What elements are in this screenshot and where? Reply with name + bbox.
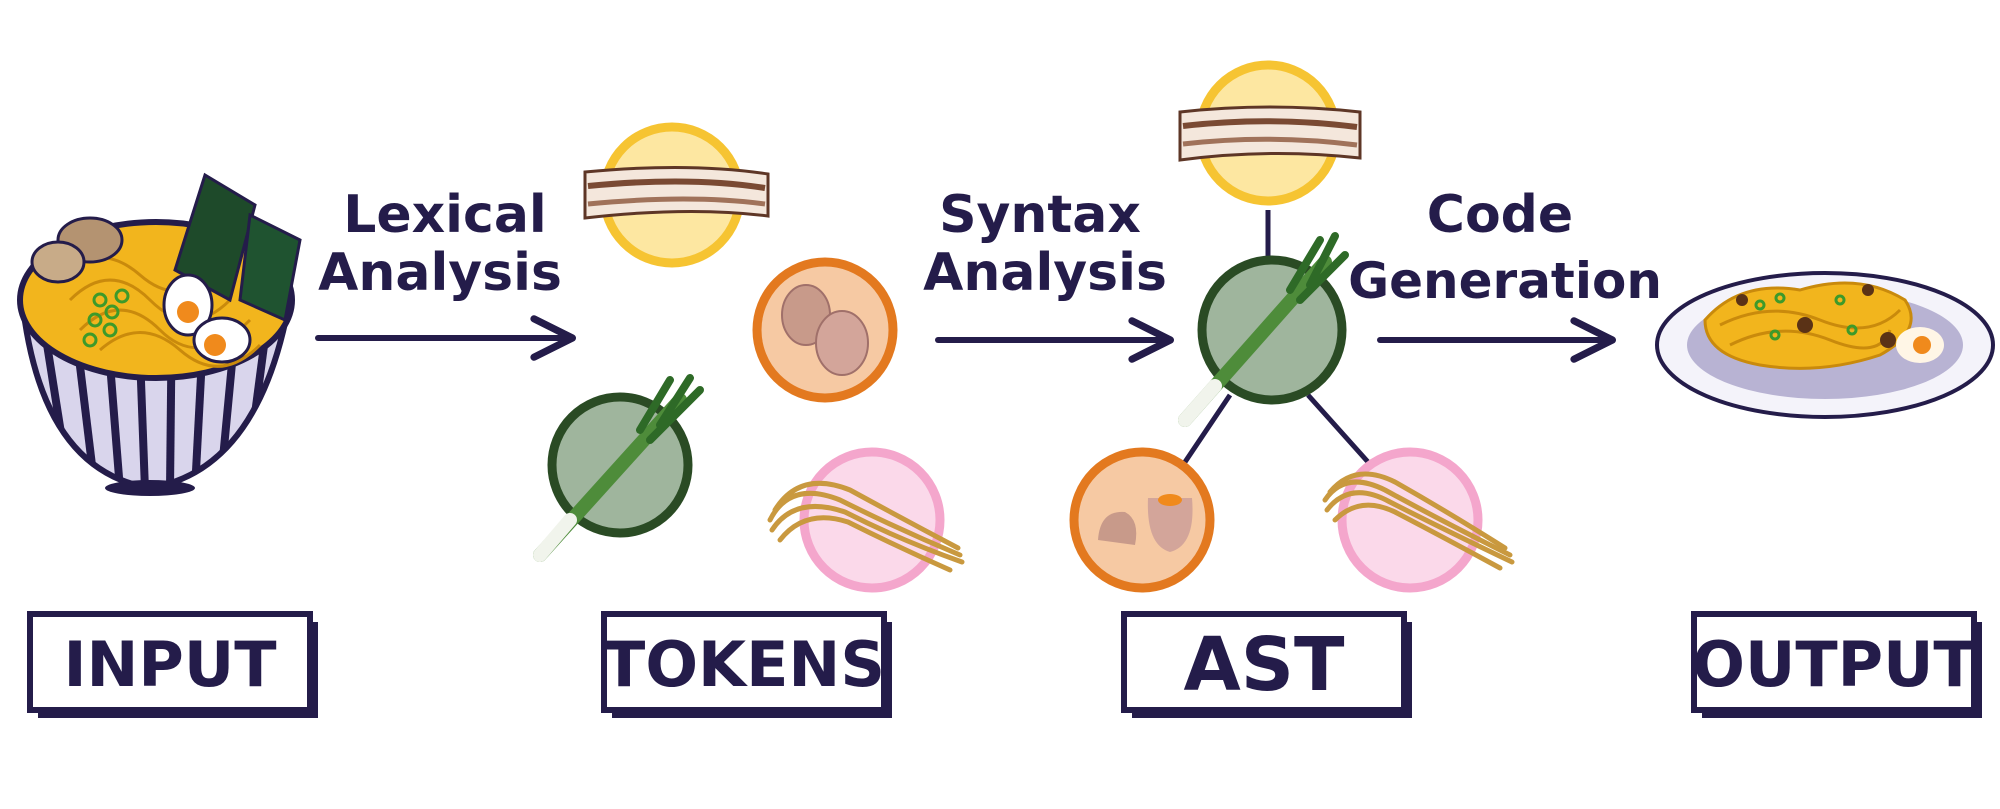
ast-stage-box: AST xyxy=(1121,611,1412,718)
noodle-icon xyxy=(767,480,965,573)
ast-scallion-node xyxy=(1178,232,1349,427)
codegen-label-line1: Code xyxy=(1427,185,1573,245)
ast-noodle-node xyxy=(1322,447,1515,593)
lexical-label-line1: Lexical xyxy=(343,185,547,245)
egg-icon xyxy=(781,284,869,376)
tokens-stage-label: TOKENS xyxy=(603,628,885,701)
ast-tree xyxy=(1069,60,1515,593)
ast-stage-label: AST xyxy=(1183,622,1345,708)
tokens-stage-box: TOKENS xyxy=(601,611,892,718)
scallion-icon xyxy=(533,374,704,562)
egg-token xyxy=(752,257,898,403)
bacon-icon xyxy=(1178,105,1362,162)
input-stage-label: INPUT xyxy=(63,628,276,701)
output-stage-box: OUTPUT xyxy=(1691,611,1982,718)
egg-icon xyxy=(1098,494,1193,552)
noodle-icon xyxy=(1322,471,1515,571)
ast-bacon-node xyxy=(1178,60,1362,206)
noodle-token xyxy=(767,447,965,593)
ast-egg-node xyxy=(1069,447,1215,593)
ramen-bowl-icon xyxy=(17,172,302,496)
codegen-label-line2: Generation xyxy=(1348,252,1662,310)
bacon-icon xyxy=(583,165,770,220)
scallion-token xyxy=(533,374,704,562)
pasta-plate-icon xyxy=(1655,271,1995,419)
lexical-label-line2: Analysis xyxy=(318,243,562,303)
output-stage-label: OUTPUT xyxy=(1692,628,1975,701)
syntax-label-line1: Syntax xyxy=(939,185,1141,245)
input-stage-box: INPUT xyxy=(27,611,318,718)
bacon-token xyxy=(583,122,770,268)
syntax-label-line2: Analysis xyxy=(923,243,1167,303)
scallion-icon xyxy=(1178,232,1349,427)
